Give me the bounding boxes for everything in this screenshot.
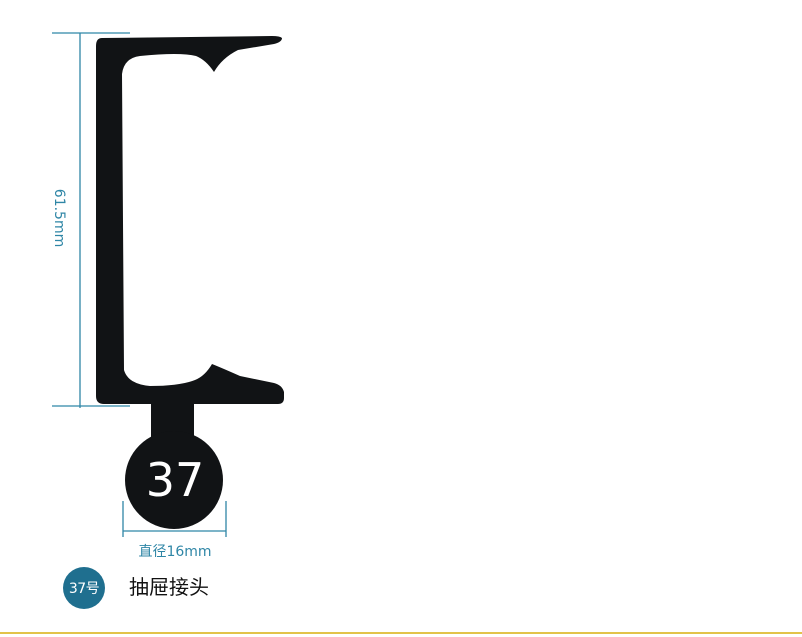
connector-ball [125, 431, 223, 529]
diameter-dimension-marker [122, 501, 227, 537]
c-bracket [96, 36, 284, 404]
diameter-dimension-label: 直径16mm [138, 543, 211, 560]
height-dimension-marker [52, 32, 130, 408]
height-dimension-label: 61.5mm [51, 189, 67, 247]
part-number-badge: 37号 [63, 567, 105, 609]
bottom-divider [0, 632, 802, 634]
part-name: 抽屉接头 [129, 575, 209, 599]
ball-number: 37 [146, 453, 205, 507]
